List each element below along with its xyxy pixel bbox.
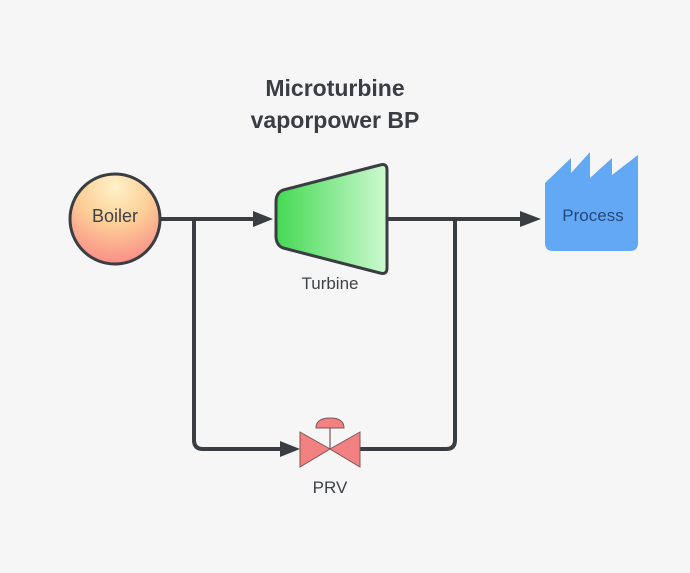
turbine-label: Turbine <box>301 274 359 293</box>
turbine-icon[interactable] <box>274 163 389 275</box>
factory-icon[interactable] <box>545 152 638 251</box>
prv-label: PRV <box>312 478 348 497</box>
pipe-prv-to-process <box>360 219 457 451</box>
diagram-title: Microturbine vaporpower BP <box>200 72 470 136</box>
title-line-2: vaporpower BP <box>250 107 420 133</box>
arrow-head-icon <box>520 211 541 227</box>
arrow-head-icon <box>253 211 273 227</box>
pipe-boiler-to-prv <box>192 219 300 457</box>
pipe-boiler-to-turbine <box>160 211 273 227</box>
pipe-turbine-to-process <box>387 211 541 227</box>
pressure-relief-valve-icon[interactable] <box>299 417 361 468</box>
arrow-head-icon <box>280 441 300 457</box>
boiler-label: Boiler <box>91 206 139 226</box>
title-line-1: Microturbine <box>265 75 405 101</box>
process-label: Process <box>562 206 624 225</box>
boiler-circle-icon[interactable] <box>68 172 162 266</box>
